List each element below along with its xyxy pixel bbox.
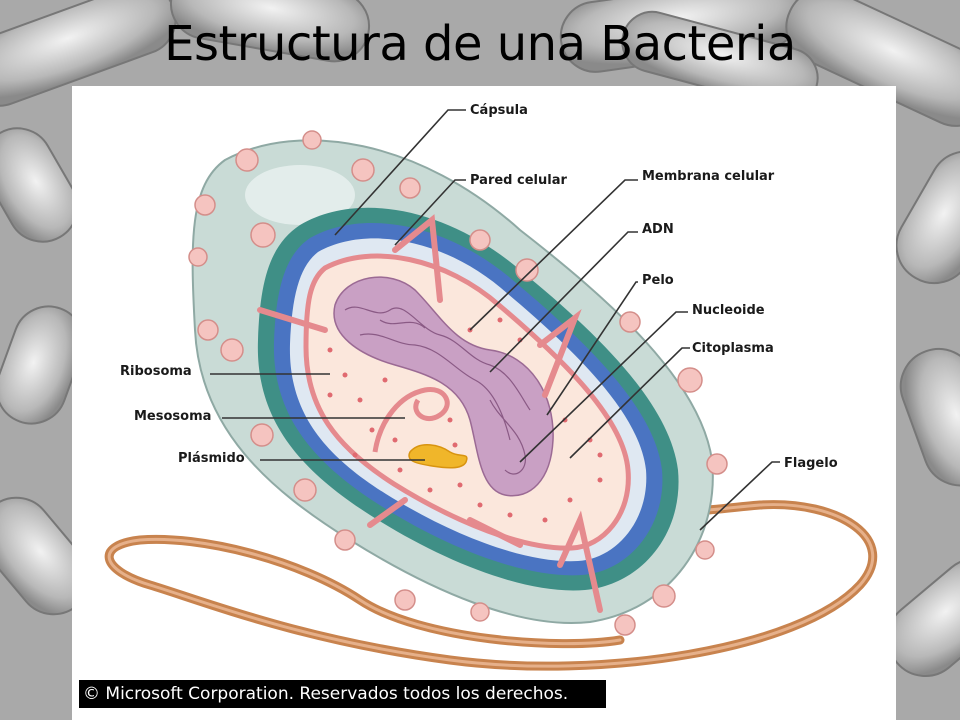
label-plasmido: Plásmido [178,451,245,466]
label-pelo: Pelo [642,273,674,288]
bacteria-diagram: Cápsula Pared celular Membrana celular A… [104,103,878,671]
label-ribosoma: Ribosoma [120,364,192,379]
plasmid [408,444,468,469]
label-adn: ADN [642,222,674,237]
page-title: Estructura de una Bacteria [164,16,796,72]
label-membrana-celular: Membrana celular [642,169,775,184]
copyright-notice: © Microsoft Corporation. Reservados todo… [79,680,606,708]
label-citoplasma: Citoplasma [692,341,774,356]
label-flagelo: Flagelo [784,456,838,471]
mesosome [372,387,450,453]
diagram-panel: Cápsula Pared celular Membrana celular A… [72,86,896,720]
pili [257,214,603,613]
label-mesosoma: Mesosoma [134,409,211,424]
nucleoid [333,276,554,497]
label-capsula: Cápsula [470,103,528,118]
label-nucleoide: Nucleoide [692,303,765,318]
label-pared-celular: Pared celular [470,173,567,188]
